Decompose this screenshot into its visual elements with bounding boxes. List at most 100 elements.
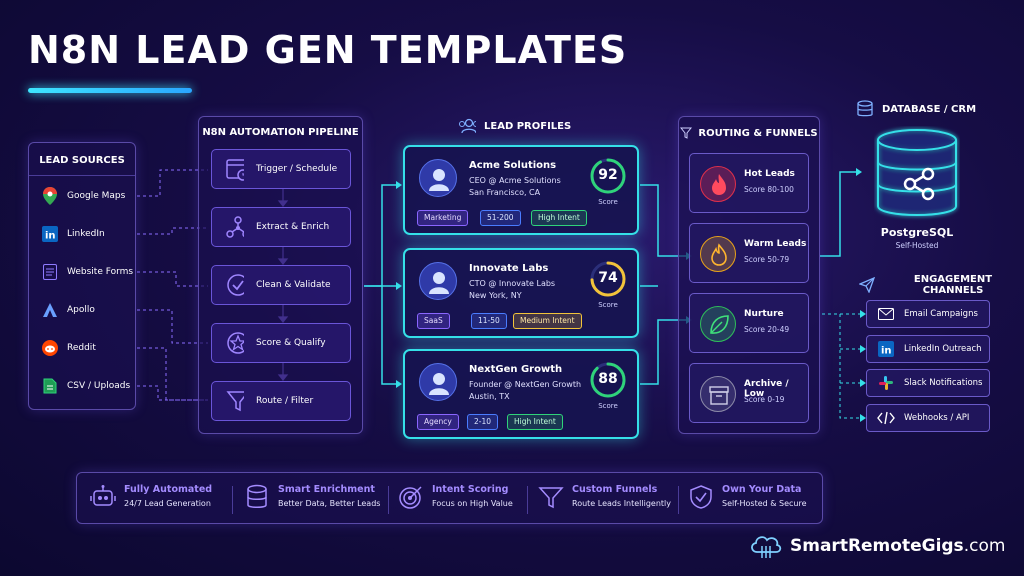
flame-icon bbox=[700, 166, 736, 202]
calendar-icon bbox=[226, 159, 244, 181]
step-label: Score & Qualify bbox=[256, 338, 326, 348]
lead-location: Austin, TX bbox=[469, 392, 510, 401]
code-icon bbox=[877, 409, 895, 427]
star-icon bbox=[226, 332, 244, 354]
lead-tag-size: 51-200 bbox=[480, 210, 521, 226]
lead-score: 74 bbox=[598, 270, 618, 286]
brand-logo[interactable]: SmartRemoteGigs.com bbox=[748, 532, 1005, 560]
users-icon bbox=[458, 117, 476, 135]
lead-card-nextgen[interactable]: NextGen Growth Founder @ NextGen Growth … bbox=[403, 349, 639, 439]
channel-label: Slack Notifications bbox=[904, 378, 983, 388]
avatar bbox=[419, 159, 457, 197]
lead-name: Acme Solutions bbox=[469, 160, 557, 171]
lead-role: CEO @ Acme Solutions bbox=[469, 176, 561, 185]
route-archive-low[interactable]: Archive / Low Score 0-19 bbox=[689, 363, 809, 423]
lead-name: Innovate Labs bbox=[469, 263, 549, 274]
channel-slack-notifications[interactable]: Slack Notifications bbox=[866, 369, 990, 397]
route-nurture[interactable]: Nurture Score 20-49 bbox=[689, 293, 809, 353]
database-sub: Self-Hosted bbox=[895, 241, 939, 250]
mail-icon bbox=[877, 305, 895, 323]
step-clean-validate[interactable]: Clean & Validate bbox=[211, 265, 351, 305]
feature-title: Fully Automated bbox=[124, 484, 213, 495]
funnel-icon bbox=[680, 127, 693, 139]
step-label: Route / Filter bbox=[256, 396, 314, 406]
channel-email-campaigns[interactable]: Email Campaigns bbox=[866, 300, 990, 328]
source-reddit[interactable]: Reddit bbox=[41, 339, 96, 357]
routing-header: ROUTING & FUNNELS bbox=[679, 127, 819, 139]
source-google-maps[interactable]: Google Maps bbox=[41, 187, 125, 205]
lead-card-innovate[interactable]: Innovate Labs CTO @ Innovate Labs New Yo… bbox=[403, 248, 639, 338]
score-label: Score bbox=[598, 301, 618, 309]
route-title: Archive / Low bbox=[744, 379, 789, 399]
step-route-filter[interactable]: Route / Filter bbox=[211, 381, 351, 421]
pipeline-header: N8N AUTOMATION PIPELINE bbox=[202, 127, 359, 138]
lead-sources-header: LEAD SOURCES bbox=[39, 155, 125, 166]
source-website-forms[interactable]: Website Forms bbox=[41, 263, 133, 281]
route-sub: Score 50-79 bbox=[744, 255, 790, 264]
source-linkedin[interactable]: in LinkedIn bbox=[41, 225, 105, 243]
step-extract-enrich[interactable]: Extract & Enrich bbox=[211, 207, 351, 247]
source-apollo[interactable]: Apollo bbox=[41, 301, 95, 319]
archive-icon bbox=[700, 376, 736, 412]
feature-sub: Better Data, Better Leads bbox=[278, 499, 381, 508]
lead-sources-panel: LEAD SOURCES Google Maps in LinkedIn Web… bbox=[28, 142, 136, 410]
source-csv-uploads[interactable]: CSV / Uploads bbox=[41, 377, 130, 395]
lead-tag-industry: SaaS bbox=[417, 313, 450, 329]
channel-webhooks-api[interactable]: Webhooks / API bbox=[866, 404, 990, 432]
shield-icon bbox=[688, 484, 714, 510]
source-label: Website Forms bbox=[67, 267, 134, 277]
source-label: CSV / Uploads bbox=[67, 381, 131, 391]
routing-title: ROUTING & FUNNELS bbox=[698, 127, 818, 139]
robot-icon bbox=[90, 484, 116, 510]
feature-title: Intent Scoring bbox=[432, 484, 509, 495]
score-ring bbox=[590, 158, 626, 194]
feature-divider bbox=[678, 486, 679, 514]
route-hot-leads[interactable]: Hot Leads Score 80-100 bbox=[689, 153, 809, 213]
lead-card-acme[interactable]: Acme Solutions CEO @ Acme Solutions San … bbox=[403, 145, 639, 235]
route-title: Hot Leads bbox=[744, 169, 795, 179]
feature-title: Smart Enrichment bbox=[278, 484, 375, 495]
brand-name-bold: SmartRemoteGigs bbox=[790, 536, 964, 556]
database-icon bbox=[244, 484, 270, 510]
channels-title: ENGAGEMENT CHANNELS bbox=[913, 274, 993, 296]
source-label: Apollo bbox=[67, 305, 95, 315]
slack-icon bbox=[877, 374, 895, 392]
database-title: DATABASE / CRM bbox=[882, 103, 977, 115]
lead-tag-intent: High Intent bbox=[507, 414, 563, 430]
lead-tag-intent: High Intent bbox=[531, 210, 587, 226]
database-cylinder[interactable] bbox=[874, 126, 960, 222]
score-ring-fill bbox=[590, 362, 626, 398]
lead-tag-intent: Medium Intent bbox=[513, 313, 582, 329]
step-trigger-schedule[interactable]: Trigger / Schedule bbox=[211, 149, 351, 189]
database-name: PostgreSQL bbox=[880, 226, 954, 239]
feature-sub: 24/7 Lead Generation bbox=[124, 499, 211, 508]
database-header: DATABASE / CRM bbox=[856, 100, 976, 118]
step-score-qualify[interactable]: Score & Qualify bbox=[211, 323, 351, 363]
channel-linkedin-outreach[interactable]: in LinkedIn Outreach bbox=[866, 335, 990, 363]
routing-panel: ROUTING & FUNNELS Hot Leads Score 80-100… bbox=[678, 116, 820, 434]
lead-profiles-title: LEAD PROFILES bbox=[484, 120, 572, 132]
source-label: Reddit bbox=[67, 343, 96, 353]
channel-label: Webhooks / API bbox=[904, 413, 970, 423]
lead-score: 88 bbox=[598, 371, 618, 387]
features-bar bbox=[76, 472, 823, 524]
route-warm-leads[interactable]: Warm Leads Score 50-79 bbox=[689, 223, 809, 283]
target-icon bbox=[398, 484, 424, 510]
avatar bbox=[419, 262, 457, 300]
lead-tag-industry: Agency bbox=[417, 414, 459, 430]
file-icon bbox=[41, 377, 59, 395]
feature-sub: Focus on High Value bbox=[432, 499, 513, 508]
step-label: Extract & Enrich bbox=[256, 222, 330, 232]
route-title: Nurture bbox=[744, 309, 784, 319]
linkedin-icon: in bbox=[41, 225, 59, 243]
cloud-icon bbox=[748, 532, 784, 560]
step-label: Clean & Validate bbox=[256, 280, 331, 290]
score-label: Score bbox=[598, 198, 618, 206]
feature-title: Custom Funnels bbox=[572, 484, 658, 495]
funnel-icon bbox=[226, 391, 244, 412]
svg-text:in: in bbox=[881, 346, 892, 357]
